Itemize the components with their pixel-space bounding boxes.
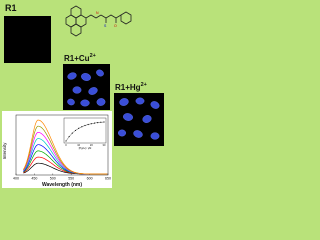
x-tick-label: 500 xyxy=(50,177,56,181)
label-cu-charge: 2+ xyxy=(89,53,96,59)
x-tick-label: 650 xyxy=(105,177,111,181)
label-hg-charge: 2+ xyxy=(140,82,147,88)
panel-hg-image xyxy=(114,93,164,146)
chemical-structure: N S O xyxy=(65,5,132,37)
cell xyxy=(88,87,98,95)
label-hg-base: R1+Hg xyxy=(115,83,141,92)
emission-spectrum-chart: 400 450 500 550 600 650 0 10 20 30 [Hg2+] / μM Int… xyxy=(2,111,112,188)
cell xyxy=(150,132,160,140)
x-tick-label: 400 xyxy=(13,177,19,181)
cell xyxy=(67,98,75,106)
cell xyxy=(96,69,104,77)
svg-text:O: O xyxy=(114,24,117,28)
cell xyxy=(123,113,133,121)
cell xyxy=(72,86,82,94)
x-tick-label: 450 xyxy=(31,177,37,181)
inset-x-tick-label: 10 xyxy=(77,143,80,147)
cell xyxy=(80,99,90,107)
y-axis-label: Intensity xyxy=(2,142,7,160)
x-tick-label: 600 xyxy=(87,177,93,181)
spectrum-series xyxy=(23,119,108,175)
svg-text:S: S xyxy=(104,24,107,28)
label-cu-base: R1+Cu xyxy=(64,54,90,63)
panel-cu-image xyxy=(63,64,110,110)
cell xyxy=(117,129,126,137)
inset-x-tick-label: 0 xyxy=(65,143,67,147)
x-axis-label: Wavelength (nm) xyxy=(42,182,82,188)
panel-r1-image xyxy=(4,16,51,63)
cell xyxy=(119,98,129,106)
cell xyxy=(133,130,143,138)
inset-x-tick-label: 20 xyxy=(90,143,93,147)
cell xyxy=(96,98,106,106)
x-tick-label: 550 xyxy=(68,177,74,181)
label-r1-text: R1 xyxy=(5,3,17,13)
inset-curve xyxy=(65,121,105,142)
cell xyxy=(81,73,91,81)
cell xyxy=(142,115,152,123)
label-r1-hg: R1+Hg2+ xyxy=(115,82,147,92)
cell xyxy=(150,101,160,109)
inset-frame xyxy=(63,117,107,144)
label-r1-cu: R1+Cu2+ xyxy=(64,53,96,63)
plot-frame xyxy=(15,114,109,176)
inset-x-label: [Hg2+] / μM xyxy=(79,147,91,150)
cell xyxy=(67,72,77,80)
label-r1: R1 xyxy=(5,4,17,13)
inset-point xyxy=(103,121,105,123)
cell xyxy=(135,97,145,105)
svg-text:N: N xyxy=(96,11,99,15)
inset-x-tick-label: 30 xyxy=(103,143,106,147)
